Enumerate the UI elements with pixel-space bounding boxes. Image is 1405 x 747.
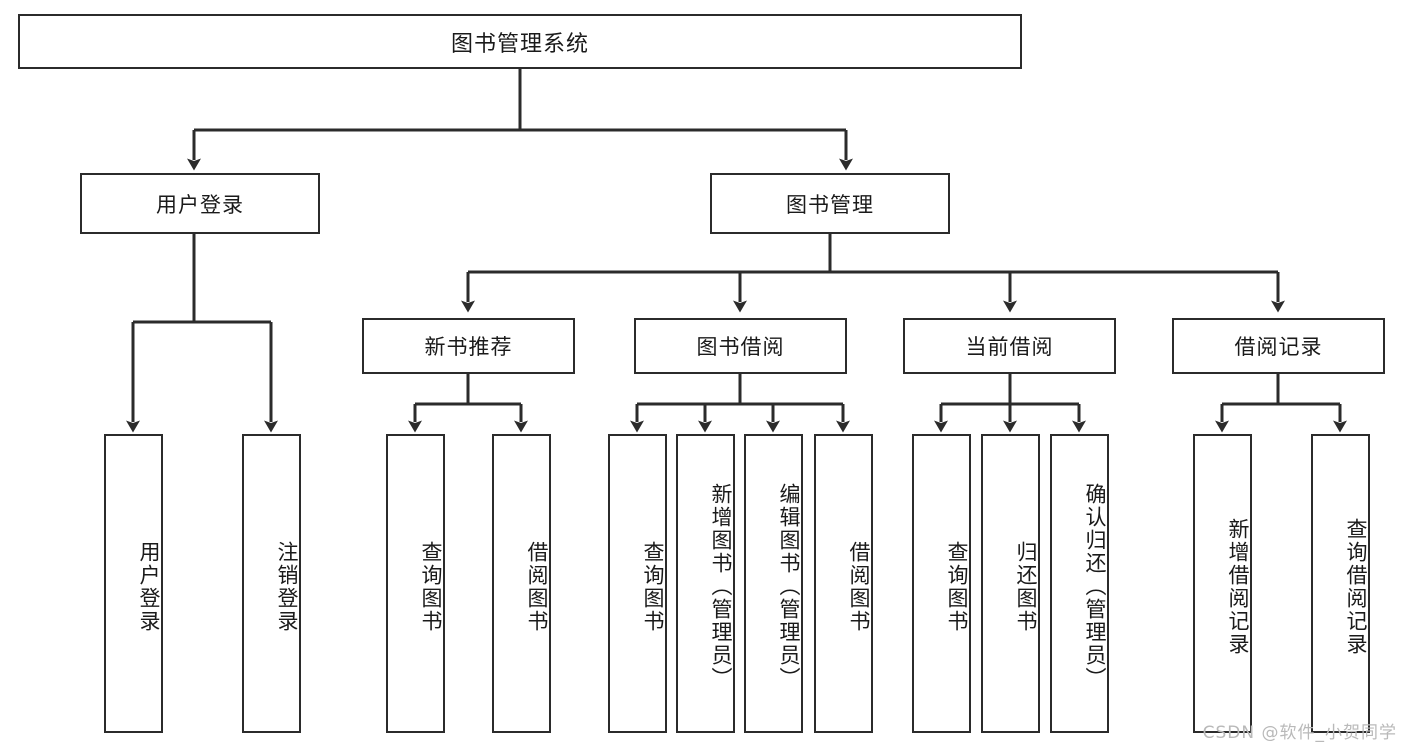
node-new-book-recommend[interactable]: 新书推荐 — [362, 318, 575, 374]
leaf-label: 查询借阅记录 — [1344, 517, 1368, 656]
leaf-label: 查询图书 — [419, 540, 443, 633]
node-user-login-label: 用户登录 — [156, 192, 244, 217]
node-root[interactable]: 图书管理系统 — [18, 14, 1022, 69]
leaf-book-borrow-edit[interactable]: 编辑图书（管理员） — [744, 434, 803, 733]
watermark: CSDN @软件_小贺同学 — [1202, 723, 1397, 743]
node-current-borrow[interactable]: 当前借阅 — [903, 318, 1116, 374]
node-book-borrow[interactable]: 图书借阅 — [634, 318, 847, 374]
leaf-label: 查询图书 — [945, 540, 969, 633]
leaf-current-borrow-return[interactable]: 归还图书 — [981, 434, 1040, 733]
leaf-new-book-borrow[interactable]: 借阅图书 — [492, 434, 551, 733]
node-book-management[interactable]: 图书管理 — [710, 173, 950, 234]
leaf-label: 新增借阅记录 — [1226, 517, 1250, 656]
leaf-label: 借阅图书 — [525, 540, 549, 633]
leaf-current-borrow-confirm-return[interactable]: 确认归还（管理员） — [1050, 434, 1109, 733]
leaf-user-login-signin[interactable]: 用户登录 — [104, 434, 163, 733]
leaf-user-login-signout[interactable]: 注销登录 — [242, 434, 301, 733]
leaf-book-borrow-borrow[interactable]: 借阅图书 — [814, 434, 873, 733]
leaf-label: 新增图书（管理员） — [709, 483, 733, 690]
leaf-borrow-record-query[interactable]: 查询借阅记录 — [1311, 434, 1370, 733]
node-borrow-record[interactable]: 借阅记录 — [1172, 318, 1385, 374]
leaf-current-borrow-query[interactable]: 查询图书 — [912, 434, 971, 733]
leaf-label: 编辑图书（管理员） — [777, 483, 801, 690]
leaf-label: 注销登录 — [275, 540, 299, 633]
node-user-login[interactable]: 用户登录 — [80, 173, 320, 234]
leaf-book-borrow-query[interactable]: 查询图书 — [608, 434, 667, 733]
node-book-management-label: 图书管理 — [786, 192, 874, 217]
node-book-borrow-label: 图书借阅 — [696, 335, 785, 359]
leaf-label: 借阅图书 — [847, 540, 871, 633]
leaf-label: 确认归还（管理员） — [1083, 483, 1107, 690]
leaf-label: 归还图书 — [1014, 540, 1038, 633]
leaf-book-borrow-add[interactable]: 新增图书（管理员） — [676, 434, 735, 733]
leaf-label: 查询图书 — [641, 540, 665, 633]
leaf-borrow-record-add[interactable]: 新增借阅记录 — [1193, 434, 1252, 733]
leaf-label: 用户登录 — [137, 540, 161, 633]
node-borrow-record-label: 借阅记录 — [1234, 335, 1323, 359]
node-root-label: 图书管理系统 — [450, 31, 589, 57]
node-current-borrow-label: 当前借阅 — [965, 335, 1054, 359]
leaf-new-book-query[interactable]: 查询图书 — [386, 434, 445, 733]
node-new-book-recommend-label: 新书推荐 — [424, 335, 513, 359]
